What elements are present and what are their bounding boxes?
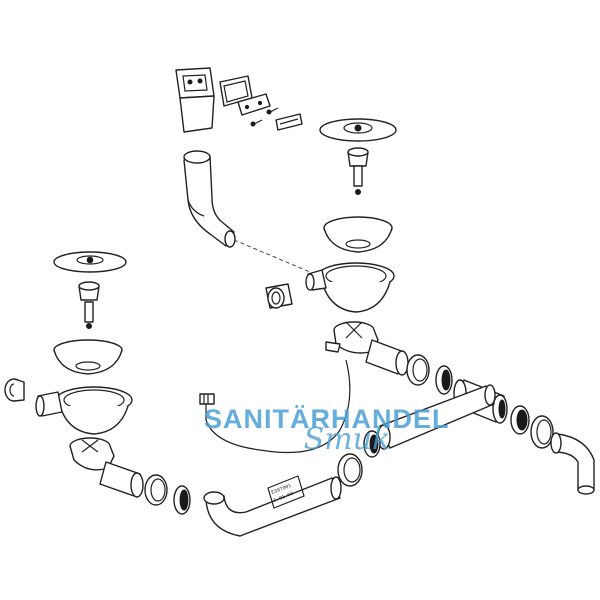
right-drain-body — [305, 262, 395, 313]
right-ring-2 — [510, 405, 530, 435]
watermark-brand: SANITÄRHANDEL — [204, 404, 450, 434]
popup-knob — [199, 393, 215, 405]
left-strainer-plug — [53, 251, 127, 273]
right-nut-2 — [530, 415, 554, 449]
right-outlet-elbow — [325, 321, 379, 354]
left-ring — [173, 485, 191, 515]
right-plug-stem — [347, 147, 369, 195]
right-strainer-plug — [319, 118, 397, 142]
overflow-screws — [250, 107, 279, 127]
middle-nut — [337, 453, 363, 487]
right-strainer-basket — [323, 216, 393, 253]
right-nut-1 — [406, 354, 430, 386]
overflow-connector-sleeve — [265, 283, 293, 309]
right-ring-1 — [435, 365, 453, 395]
left-nut — [144, 474, 168, 506]
left-outlet-pipe — [99, 461, 144, 498]
popup-cable — [205, 359, 351, 454]
overflow-hose-guide-line — [233, 239, 311, 273]
overflow-hose — [183, 150, 236, 248]
outlet-elbow-90 — [550, 432, 595, 495]
overflow-clamp-plate — [237, 93, 271, 116]
right-outlet-pipe — [365, 339, 409, 376]
left-strainer-basket — [53, 339, 123, 375]
watermark-name: Smuk — [303, 422, 391, 457]
left-drain-body — [35, 386, 133, 435]
middle-ring — [363, 430, 381, 458]
left-plug-stem — [78, 281, 100, 329]
bottom-bent-pipe: E397001 1.01.03 — [203, 475, 342, 537]
overflow-label-plate — [275, 113, 303, 131]
left-overflow-sleeve — [4, 378, 25, 402]
overflow-cover-plate — [175, 67, 215, 133]
middle-connection-tube — [377, 384, 496, 450]
